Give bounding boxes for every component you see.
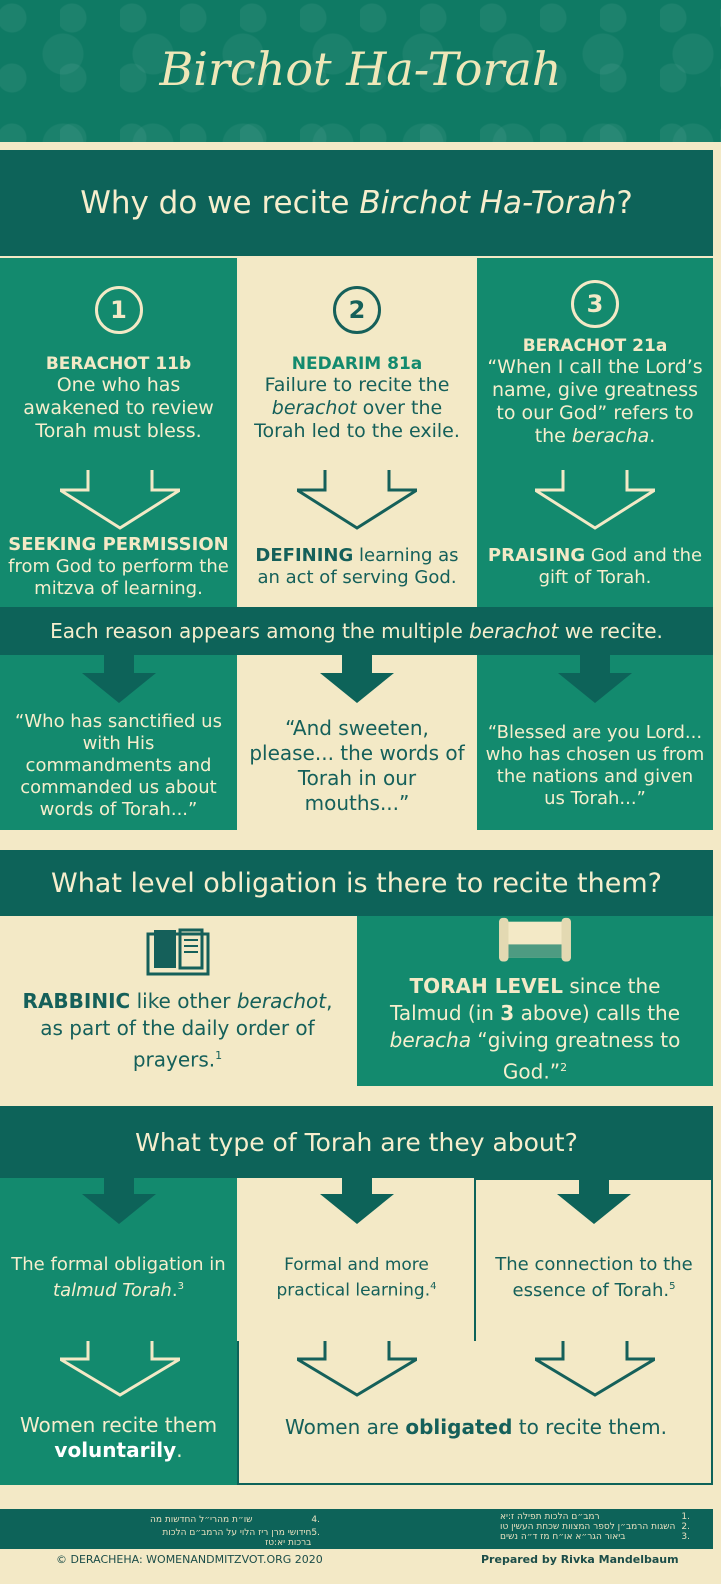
reason-card-3: 3 BERACHOT 21a “When I call the Lord’s n… <box>477 258 713 470</box>
purpose-card-3: PRAISING God and the gift of Torah. <box>477 470 713 607</box>
source-reference: BERACHOT 21a <box>522 336 668 356</box>
down-arrow-icon <box>535 470 655 530</box>
number-badge: 1 <box>94 285 143 334</box>
quote-card-1: “Who has sanctified us with His commandm… <box>0 655 237 830</box>
section3-heading: What type of Torah are they about? <box>0 1106 713 1178</box>
reasons-band: Each reason appears among the multiple b… <box>0 607 713 655</box>
quote-card-2: “And sweeten, please... the words of Tor… <box>239 655 475 830</box>
down-arrow-icon <box>297 470 417 530</box>
down-arrow-icon <box>82 655 156 703</box>
down-arrow-icon <box>60 1341 180 1397</box>
women-obligated-card: Women are obligated to recite them. <box>237 1341 713 1485</box>
down-arrow-icon <box>535 1341 655 1397</box>
author-credit: Prepared by Rivka Mandelbaum <box>481 1553 679 1566</box>
copyright-text: © DERACHEHA: WOMENANDMITZVOT.ORG 2020 <box>56 1553 323 1566</box>
section2-heading: What level obligation is there to recite… <box>0 850 713 916</box>
section1-heading: Why do we recite Birchot Ha-Torah? <box>0 150 713 256</box>
reason-text: Failure to recite the berachot over the … <box>254 373 460 442</box>
down-arrow-icon <box>557 1178 631 1224</box>
source-reference: BERACHOT 11b <box>45 353 192 374</box>
torah-level-card: TORAH LEVEL since the Talmud (in 3 above… <box>357 916 713 1086</box>
number-badge: 2 <box>333 285 381 334</box>
source-reference: NEDARIM 81a <box>291 353 423 374</box>
page-title: Birchot Ha-Torah <box>159 42 562 96</box>
purpose-card-1: SEEKING PERMISSION from God to perform t… <box>0 470 237 607</box>
down-arrow-icon <box>320 1178 394 1224</box>
reason-card-2: 2 NEDARIM 81a Failure to recite the bera… <box>239 258 475 470</box>
reason-text: “When I call the Lord’s name, give great… <box>487 356 703 447</box>
down-arrow-icon <box>82 1178 156 1224</box>
down-arrow-icon <box>320 655 394 703</box>
type-card-1: The formal obligation in talmud Torah.3 <box>0 1178 237 1341</box>
women-voluntary-card: Women recite them voluntarily. <box>0 1341 237 1485</box>
reason-text: One who has awakened to review Torah mus… <box>23 373 214 442</box>
purpose-card-2: DEFINING learning as an act of serving G… <box>239 470 475 607</box>
down-arrow-icon <box>558 655 632 703</box>
quote-card-3: “Blessed are you Lord... who has chosen … <box>477 655 713 830</box>
reason-card-1: 1 BERACHOT 11b One who has awakened to r… <box>0 258 237 470</box>
down-arrow-icon <box>297 1341 417 1397</box>
type-card-2: Formal and more practical learning.4 <box>239 1178 474 1341</box>
type-card-3: The connection to the essence of Torah.5 <box>474 1178 713 1343</box>
header-banner: Birchot Ha-Torah <box>0 0 721 142</box>
number-badge: 3 <box>571 280 619 328</box>
scroll-icon <box>499 917 571 962</box>
book-icon <box>146 928 209 976</box>
down-arrow-icon <box>60 470 180 530</box>
rabbinic-card: RABBINIC like other berachot, as part of… <box>0 916 355 1086</box>
